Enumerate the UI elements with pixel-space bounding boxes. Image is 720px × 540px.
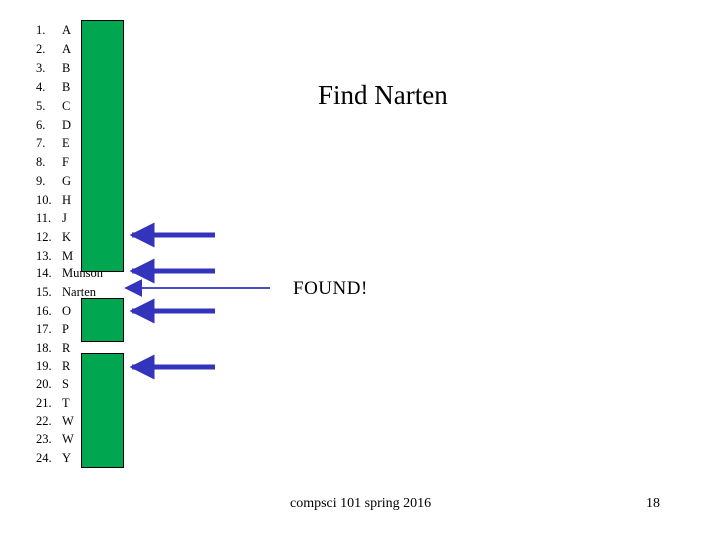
list-item: 8. F	[36, 153, 69, 171]
list-name: M	[62, 249, 74, 263]
list-item: 15. Narten	[36, 283, 96, 301]
list-number: 18.	[36, 341, 52, 355]
list-name: W	[62, 414, 74, 428]
list-number: 24.	[36, 451, 52, 465]
list-number: 14.	[36, 266, 52, 280]
list-item: 21. T	[36, 394, 70, 412]
list-number: 21.	[36, 396, 52, 410]
list-number: 13.	[36, 249, 52, 263]
list-name: T	[62, 396, 70, 410]
list-number: 4.	[36, 80, 46, 94]
list-item: 16. O	[36, 302, 71, 320]
list-number: 9.	[36, 174, 46, 188]
list-name: Narten	[62, 285, 97, 299]
list-number: 7.	[36, 136, 46, 150]
list-item: 10. H	[36, 191, 71, 209]
list-name: G	[62, 174, 72, 188]
list-name: W	[62, 432, 74, 446]
list-item: 2. A	[36, 40, 71, 58]
list-item: 17. P	[36, 320, 69, 338]
list-item: 11. J	[36, 209, 67, 227]
list-name: R	[62, 341, 71, 355]
list-number: 1.	[36, 23, 46, 37]
list-name: E	[62, 136, 70, 150]
slide-footer: compsci 101 spring 2016	[290, 496, 432, 511]
list-number: 10.	[36, 193, 52, 207]
list-number: 17.	[36, 322, 52, 336]
list-item: 4. B	[36, 78, 70, 96]
list-item: 23. W	[36, 430, 74, 448]
list-number: 12.	[36, 230, 52, 244]
list-item: 19. R	[36, 357, 70, 375]
cover-box-bottom-left	[81, 298, 124, 342]
list-name: B	[62, 61, 71, 75]
list-number: 16.	[36, 304, 52, 318]
list-name: A	[62, 42, 72, 56]
cover-box-top	[81, 20, 124, 272]
list-number: 3.	[36, 61, 46, 75]
list-name: D	[62, 118, 72, 132]
list-number: 23.	[36, 432, 52, 446]
found-label: FOUND!	[293, 278, 368, 299]
list-name: S	[62, 377, 69, 391]
list-item: 1. A	[36, 21, 71, 39]
list-number: 20.	[36, 377, 52, 391]
list-item: 18. R	[36, 339, 70, 357]
list-number: 5.	[36, 99, 46, 113]
list-name: B	[62, 80, 71, 94]
list-number: 2.	[36, 42, 46, 56]
list-item: 6. D	[36, 116, 71, 134]
list-number: 22.	[36, 414, 52, 428]
list-item: 7. E	[36, 134, 70, 152]
list-item: 3. B	[36, 59, 70, 77]
list-item: 24. Y	[36, 449, 71, 467]
list-number: 15.	[36, 285, 52, 299]
list-item: 20. S	[36, 375, 69, 393]
list-name: A	[62, 23, 72, 37]
list-number: 19.	[36, 359, 52, 373]
list-name: Y	[62, 451, 72, 465]
list-item: 5. C	[36, 97, 70, 115]
list-name: K	[62, 230, 72, 244]
list-name: R	[62, 359, 71, 373]
list-item: 13. M	[36, 247, 73, 265]
slide-title: Find Narten	[318, 80, 448, 110]
list-name: O	[62, 304, 72, 318]
list-item: 22. W	[36, 412, 74, 430]
list-number: 8.	[36, 155, 46, 169]
list-name: J	[62, 211, 67, 225]
page-number: 18	[646, 496, 660, 511]
list-name: C	[62, 99, 71, 113]
list-name: F	[62, 155, 69, 169]
list-number: 6.	[36, 118, 46, 132]
list-number: 11.	[36, 211, 52, 225]
cover-box-bottom	[81, 353, 124, 468]
list-item: 12. K	[36, 228, 71, 246]
list-name: P	[62, 322, 69, 336]
list-name: H	[62, 193, 72, 207]
list-item: 9. G	[36, 172, 71, 190]
